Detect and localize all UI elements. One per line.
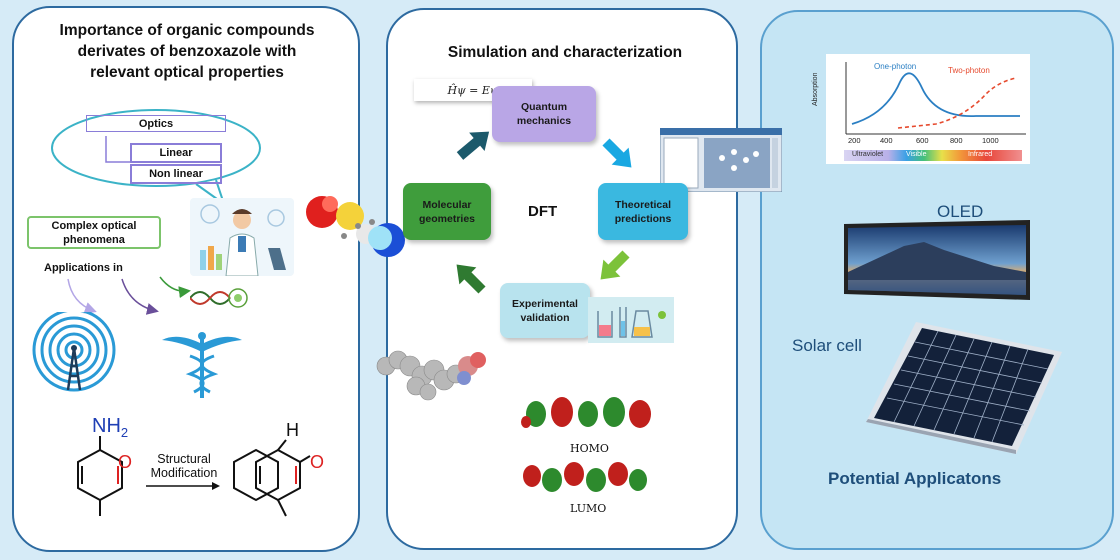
theoretical-line: predictions — [614, 212, 672, 225]
quantum-line: Quantum — [520, 101, 568, 113]
molecular-line: Molecular — [422, 198, 472, 211]
structural-line: Modification — [150, 466, 218, 480]
nh2-subscript: 2 — [120, 425, 129, 440]
x-tick: 200 — [848, 136, 861, 145]
homo-label: HOMO — [570, 442, 609, 455]
left-title-line: Importance of organic compounds — [59, 22, 315, 39]
x-tick: 600 — [916, 136, 929, 145]
nonlinear-label: Non linear — [130, 164, 222, 184]
potential-applications-label: Potential Applicatons — [828, 469, 1002, 488]
oled-label: OLED — [937, 202, 984, 221]
quantum-line: mechanics — [516, 115, 572, 127]
molecule-3d-icon — [306, 196, 405, 257]
lab-glassware-icon — [588, 297, 674, 343]
experimental-line: Experimental — [512, 297, 578, 310]
left-title-line: derivates of benzoxazole with — [77, 43, 297, 60]
absorption-axis-label: Absorption — [812, 72, 819, 106]
structural-modification-diagram — [77, 436, 311, 517]
quantum-mechanics-box: Quantum mechanics — [492, 86, 596, 142]
x-tick: 800 — [950, 136, 963, 145]
applications-arrows — [67, 276, 191, 315]
dna-icon — [190, 288, 248, 308]
nh2-label: NH2 — [92, 415, 128, 440]
dft-label: DFT — [528, 203, 558, 220]
structural-modification-label: Structural Modification — [146, 452, 222, 480]
structural-line: Structural — [157, 452, 211, 466]
oxygen-right-label: O — [310, 452, 325, 472]
left-panel-title: Importance of organic compounds derivate… — [22, 20, 352, 83]
x-tick: 400 — [880, 136, 893, 145]
oxygen-left-label: O — [118, 452, 133, 472]
caduceus-icon — [162, 332, 242, 398]
hydrogen-right-label: H — [286, 420, 299, 440]
software-screenshot-icon — [660, 128, 782, 192]
two-photon-label: Two-photon — [948, 66, 990, 75]
molecular-geometries-box: Molecular geometries — [403, 183, 491, 240]
absorption-chart — [826, 54, 1030, 164]
optics-speech-bubble — [51, 109, 261, 205]
oled-screen-icon — [844, 220, 1030, 300]
nh-text: NH — [92, 415, 121, 437]
complex-line: Complex optical — [51, 219, 137, 232]
x-tick: 1000 — [982, 136, 999, 145]
one-photon-label: One-photon — [874, 62, 917, 71]
solar-cell-label: Solar cell — [792, 336, 862, 355]
spectrum-uv-label: Ultraviolet — [852, 151, 884, 158]
left-title-line: relevant optical properties — [90, 64, 284, 81]
experimental-line: validation — [520, 311, 570, 324]
radio-tower-icon — [32, 312, 116, 392]
homo-lumo-orbitals — [521, 397, 651, 492]
theoretical-predictions-box: Theoretical predictions — [598, 183, 688, 240]
solar-panel-icon — [866, 322, 1062, 454]
scientist-icon — [190, 198, 294, 276]
experimental-validation-box: Experimental validation — [500, 283, 590, 338]
spectrum-visible-label: Visible — [906, 151, 927, 158]
applications-in-label: Applications in — [44, 262, 123, 274]
molecular-line: geometries — [418, 212, 476, 225]
lumo-label: LUMO — [570, 502, 607, 515]
spectrum-ir-label: Infrared — [968, 151, 993, 158]
dft-cycle-arrows — [456, 131, 632, 294]
complex-optical-phenomena-box: Complex optical phenomena — [27, 216, 161, 249]
optics-label: Optics — [86, 115, 226, 132]
linear-label: Linear — [130, 143, 222, 163]
theoretical-line: Theoretical — [614, 198, 672, 211]
complex-line: phenomena — [63, 233, 125, 246]
middle-panel-title: Simulation and characterization — [447, 44, 683, 61]
space-filling-molecule-icon — [376, 350, 486, 401]
